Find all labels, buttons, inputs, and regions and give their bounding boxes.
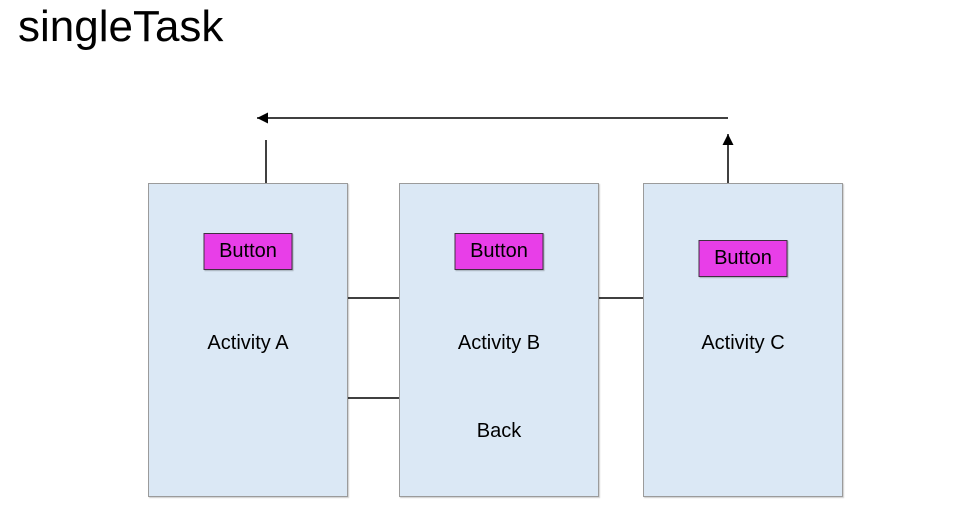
- activity-b-box: Button Activity B Back: [399, 183, 599, 497]
- activity-c-label: Activity C: [701, 332, 785, 354]
- activity-c-box: Button Activity C: [643, 183, 843, 497]
- activity-a-box: Button Activity A: [148, 183, 348, 497]
- diagram-title: singleTask: [18, 2, 224, 51]
- activity-b-back-label: Back: [476, 420, 522, 442]
- activity-b-button: Button: [454, 233, 544, 270]
- activity-b-button-label: Button: [470, 240, 528, 262]
- activity-a-button-label: Button: [219, 240, 277, 262]
- activity-a-button: Button: [203, 233, 293, 270]
- activity-c-button: Button: [698, 240, 788, 277]
- activity-b-label: Activity B: [457, 332, 541, 354]
- activity-a-label: Activity A: [207, 332, 289, 354]
- activity-c-button-label: Button: [714, 247, 772, 269]
